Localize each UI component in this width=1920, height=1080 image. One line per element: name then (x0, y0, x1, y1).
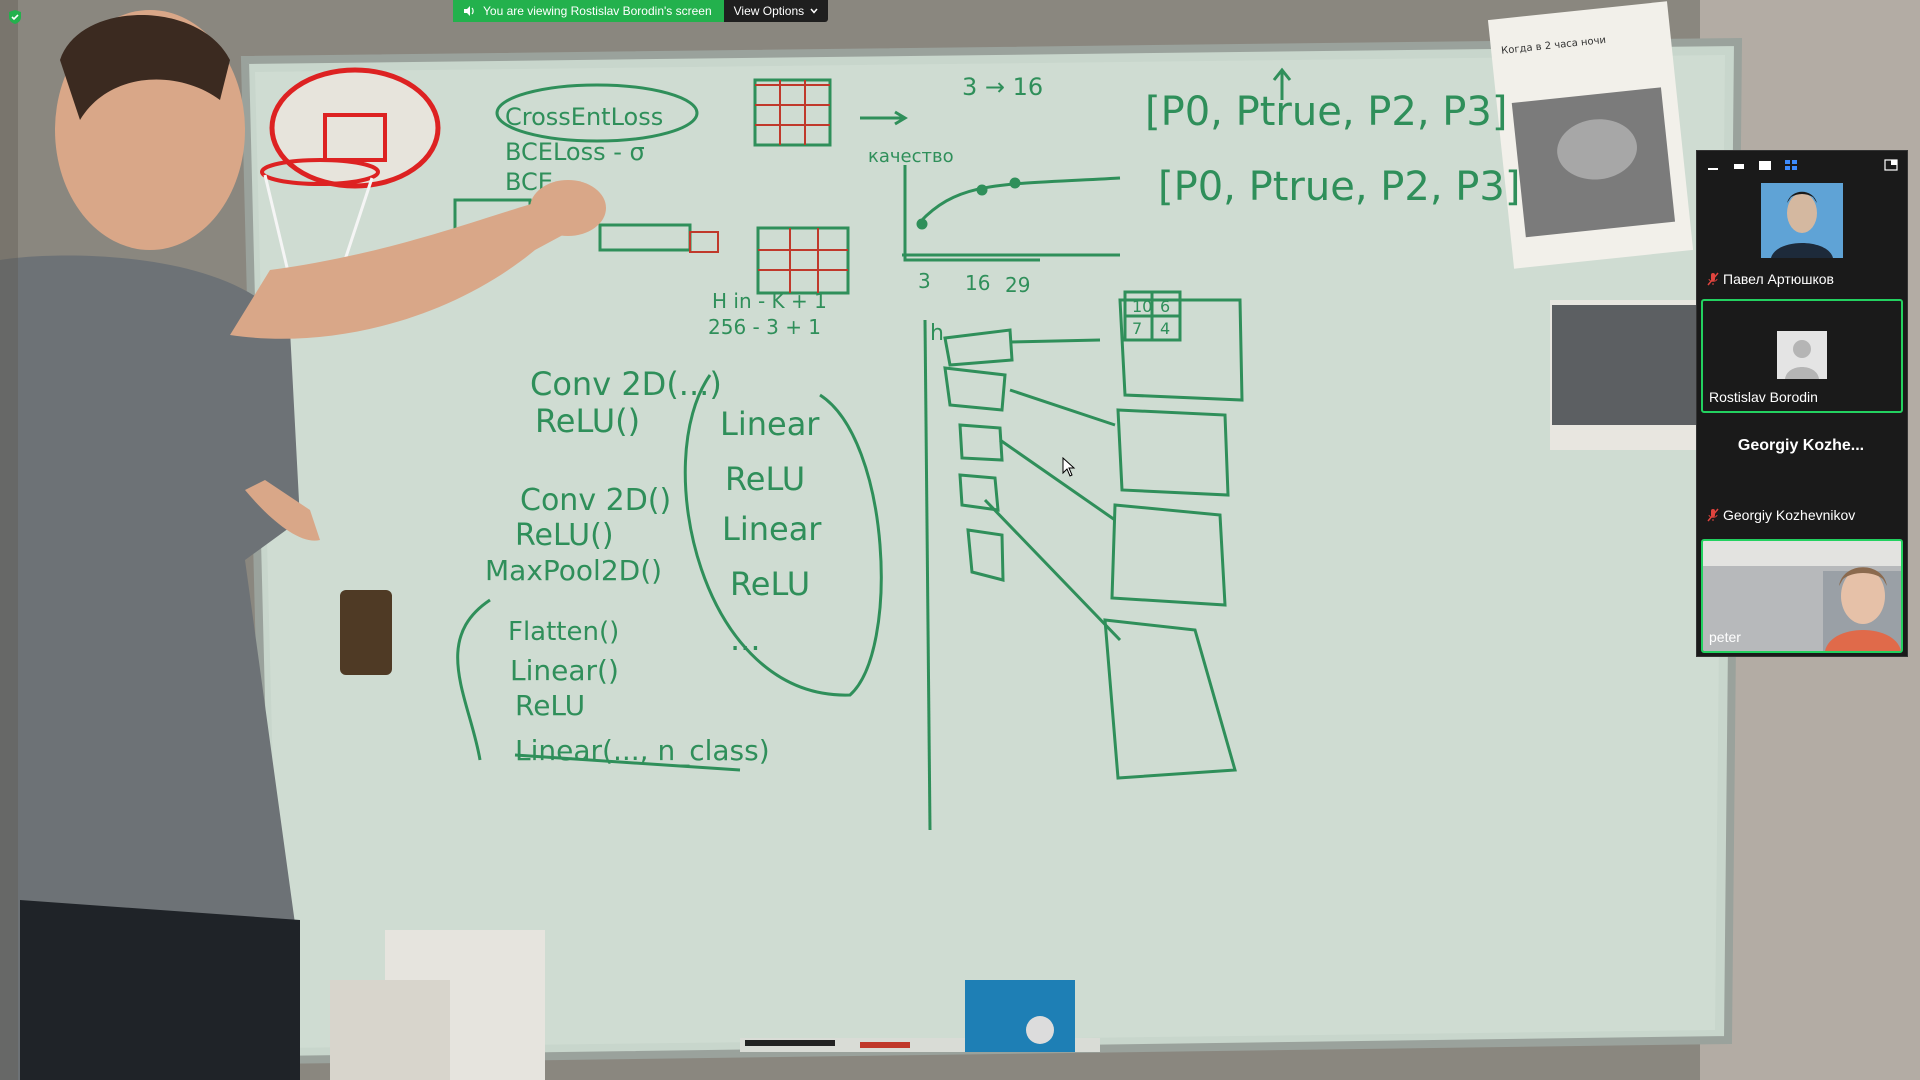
speaker-icon (464, 6, 474, 16)
gallery-view-icon (1785, 160, 1797, 170)
viewing-text: You are viewing Rostislav Borodin's scre… (483, 4, 712, 18)
svg-text:Linear: Linear (722, 510, 822, 548)
gallery-view-button[interactable] (1783, 158, 1799, 172)
panel-toolbar (1697, 151, 1907, 179)
wall-object (340, 590, 392, 675)
svg-text:ReLU(): ReLU() (515, 518, 614, 553)
participant-tile-active-speaker[interactable]: Rostislav Borodin (1701, 299, 1903, 413)
strip-view-icon (1734, 164, 1744, 169)
screen-share-banner: You are viewing Rostislav Borodin's scre… (453, 0, 829, 22)
svg-text:...: ... (730, 620, 761, 658)
presenter-person (0, 10, 606, 1080)
svg-text:29: 29 (1005, 273, 1030, 297)
participant-tile-video[interactable]: peter (1701, 539, 1903, 653)
poster-meme: Когда в 2 часа ночи (1487, 1, 1694, 269)
participant-name-tag: Rostislav Borodin (1709, 389, 1818, 405)
svg-text:[P0, Ptrue, P2, P3]: [P0, Ptrue, P2, P3] (1158, 164, 1520, 210)
participant-display-name: Georgiy Kozhe... (1737, 437, 1865, 454)
encryption-shield-icon (9, 10, 21, 24)
svg-text:ReLU: ReLU (725, 460, 805, 498)
svg-text:h: h (930, 321, 944, 346)
svg-text:6: 6 (1160, 297, 1170, 316)
participant-avatar (1761, 183, 1843, 258)
view-options-button[interactable]: View Options (723, 0, 829, 22)
muted-mic-icon (1707, 272, 1719, 286)
participant-tile[interactable]: Georgiy Kozhe... Georgiy Kozhevnikov (1701, 417, 1901, 529)
svg-text:CrossEntLoss: CrossEntLoss (505, 103, 663, 131)
participant-name-tag: Павел Артюшков (1707, 271, 1834, 287)
svg-text:[P0, Ptrue, P2, P3]: [P0, Ptrue, P2, P3] (1145, 89, 1507, 135)
minimize-icon (1708, 168, 1718, 170)
svg-text:MaxPool2D(): MaxPool2D() (485, 554, 662, 587)
svg-text:7: 7 (1132, 319, 1142, 338)
svg-text:10: 10 (1132, 297, 1152, 316)
minimize-button[interactable] (1705, 158, 1721, 172)
svg-text:Linear(): Linear() (510, 654, 619, 687)
svg-text:3: 3 (918, 269, 931, 293)
svg-text:ReLU(): ReLU() (535, 402, 640, 440)
svg-text:Conv 2D(...): Conv 2D(...) (530, 365, 722, 403)
viewing-indicator: You are viewing Rostislav Borodin's scre… (453, 0, 724, 22)
participant-name-tag: Georgiy Kozhevnikov (1707, 507, 1855, 523)
svg-text:Linear(..., n_class): Linear(..., n_class) (515, 734, 770, 767)
default-avatar-icon (1777, 331, 1827, 379)
view-options-label: View Options (733, 4, 805, 18)
chevron-down-icon (810, 8, 818, 14)
muted-mic-icon (1707, 508, 1719, 522)
participant-video (1703, 541, 1901, 651)
svg-text:256 - 3 + 1: 256 - 3 + 1 (708, 315, 821, 339)
hide-video-button[interactable] (1731, 158, 1747, 172)
speaker-view-icon (1759, 161, 1771, 170)
svg-text:Flatten(): Flatten() (508, 617, 619, 647)
participant-name-tag: peter (1709, 629, 1741, 645)
svg-text:16: 16 (965, 271, 990, 295)
svg-text:качество: качество (868, 146, 954, 167)
svg-text:ReLU: ReLU (730, 565, 810, 603)
whiteboard-drawings (453, 78, 1244, 831)
svg-text:4: 4 (1160, 319, 1170, 338)
mouse-cursor-icon (1062, 457, 1076, 477)
svg-text:Conv 2D(): Conv 2D() (520, 483, 671, 518)
participant-tile[interactable]: Павел Артюшков (1701, 181, 1901, 293)
exit-panel-button[interactable] (1883, 158, 1899, 172)
svg-text:BCELoss - σ: BCELoss - σ (505, 138, 645, 166)
eraser (965, 980, 1075, 1052)
participants-panel: Павел Артюшков Rostislav Borodin Georgiy… (1696, 150, 1908, 657)
svg-text:3 → 16: 3 → 16 (962, 73, 1043, 101)
svg-text:ReLU: ReLU (515, 689, 585, 722)
svg-text:H in - K + 1: H in - K + 1 (712, 289, 827, 313)
panel-toggle-icon (1884, 159, 1898, 171)
active-speaker-view-button[interactable] (1757, 158, 1773, 172)
svg-text:Linear: Linear (720, 405, 820, 443)
whiteboard-text: CrossEntLoss BCELoss - σ BCE 3 → 16 каче… (485, 73, 1520, 767)
